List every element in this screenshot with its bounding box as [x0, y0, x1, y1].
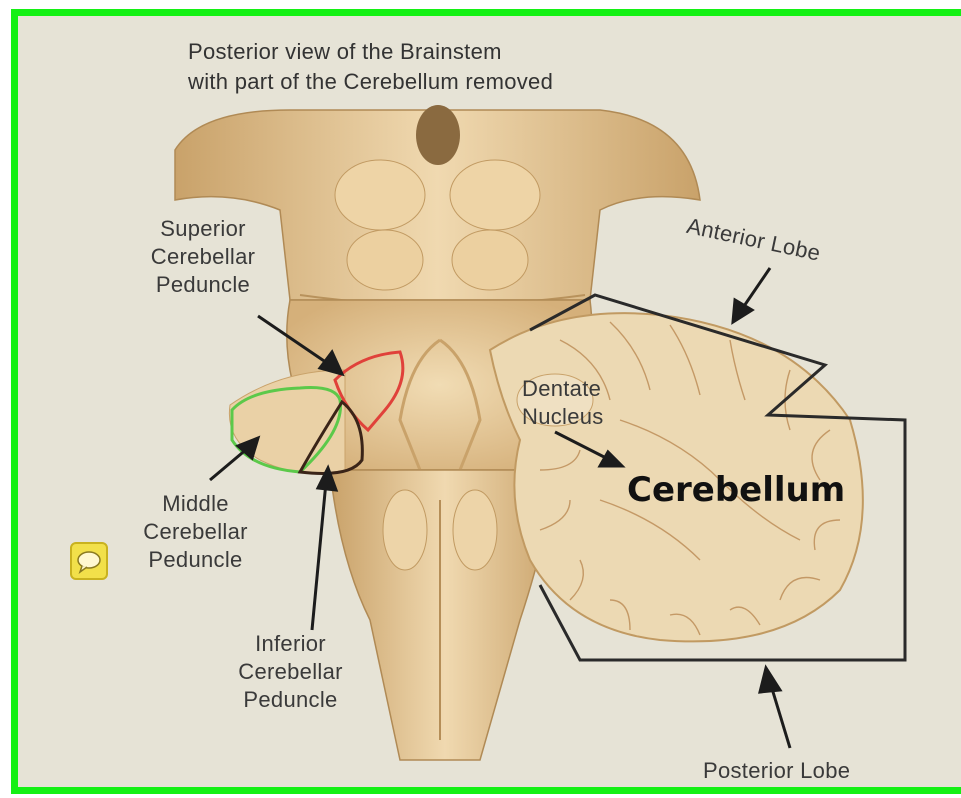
middle-line-2: Cerebellar	[133, 518, 258, 546]
inferior-line-2: Cerebellar	[228, 658, 353, 686]
middle-line-3: Peduncle	[133, 546, 258, 574]
superior-line-3: Peduncle	[138, 271, 268, 299]
dentate-line-2: Nucleus	[522, 403, 604, 431]
inferior-line-3: Peduncle	[228, 686, 353, 714]
title-line-1: Posterior view of the Brainstem	[188, 37, 553, 67]
comment-note-icon[interactable]	[70, 542, 108, 580]
dentate-line-1: Dentate	[522, 375, 604, 403]
superior-line-2: Cerebellar	[138, 243, 268, 271]
inferior-arrow	[312, 482, 326, 630]
title-line-2: with part of the Cerebellum removed	[188, 67, 553, 97]
posterior-lobe-label: Posterior Lobe	[703, 757, 850, 785]
superior-line-1: Superior	[138, 215, 268, 243]
dentate-nucleus-label: Dentate Nucleus	[522, 375, 604, 431]
inferior-line-1: Inferior	[228, 630, 353, 658]
middle-line-1: Middle	[133, 490, 258, 518]
inferior-peduncle-label: Inferior Cerebellar Peduncle	[228, 630, 353, 714]
peduncle-region	[229, 370, 345, 473]
speech-bubble-icon	[72, 544, 106, 578]
cerebellum-label: Cerebellum	[627, 470, 845, 510]
middle-peduncle-label: Middle Cerebellar Peduncle	[133, 490, 258, 574]
superior-peduncle-label: Superior Cerebellar Peduncle	[138, 215, 268, 299]
middle-arrow	[210, 448, 248, 480]
diagram-title: Posterior view of the Brainstem with par…	[188, 37, 553, 97]
